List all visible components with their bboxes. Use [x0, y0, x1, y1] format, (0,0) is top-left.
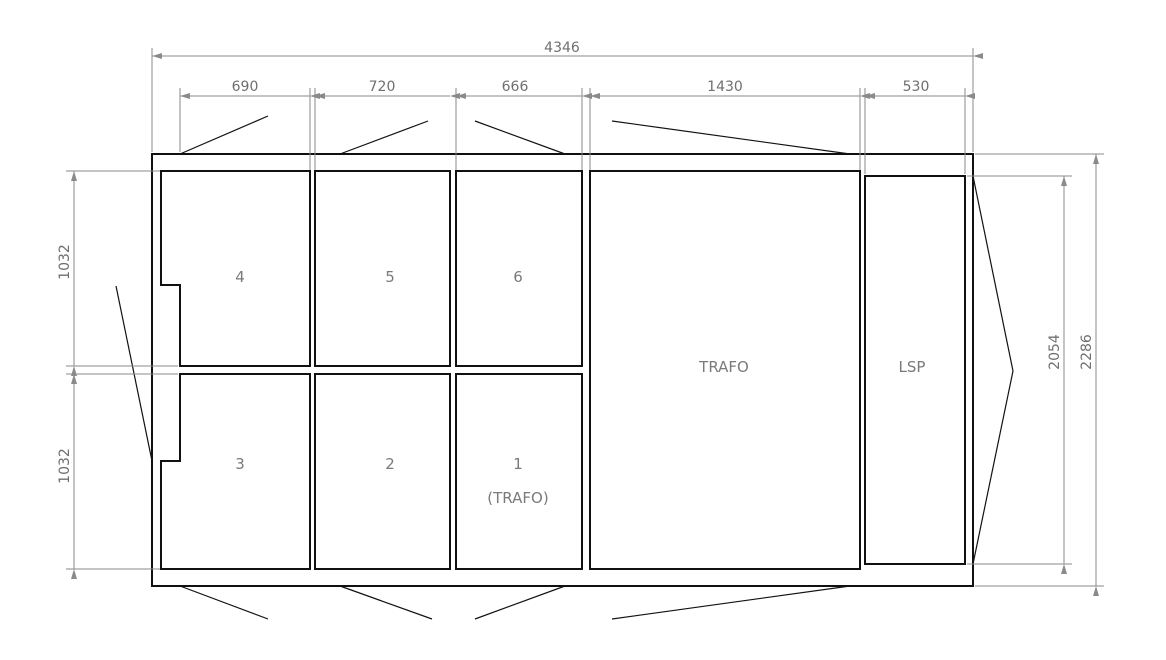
compartment-4 [160, 170, 311, 367]
dim-overall-width: 4346 [544, 40, 580, 56]
dim-col-2: 720 [369, 79, 396, 95]
label-compartment-3: 3 [235, 455, 245, 473]
compartment-3 [160, 373, 311, 570]
dim-col-5: 530 [903, 79, 930, 95]
dim-col-3: 666 [502, 79, 529, 95]
top-dimensions [151, 48, 983, 174]
compartment-6 [455, 170, 583, 367]
dim-lower-row-height: 1032 [57, 448, 73, 484]
door-swing-lines [115, 115, 1014, 620]
label-lsp: LSP [899, 358, 926, 376]
dim-upper-row-height: 1032 [57, 244, 73, 280]
label-trafo: TRAFO [698, 358, 749, 376]
left-dimensions [66, 170, 178, 579]
compartment-2 [314, 373, 451, 570]
dim-col-1: 690 [232, 79, 259, 95]
label-compartment-1: 1 [513, 455, 523, 473]
right-dimensions [967, 153, 1104, 596]
compartment-1 [455, 373, 583, 570]
outer-frame [151, 153, 974, 587]
label-compartment-6: 6 [513, 268, 523, 286]
compartment-trafo [589, 170, 861, 570]
label-compartment-2: 2 [385, 455, 395, 473]
label-compartment-1-sub: (TRAFO) [487, 489, 548, 507]
dim-overall-height: 2286 [1079, 334, 1095, 370]
compartment-lsp [864, 175, 966, 565]
compartment-5 [314, 170, 451, 367]
dim-lsp-height: 2054 [1047, 334, 1063, 370]
label-compartment-4: 4 [235, 268, 245, 286]
dim-col-4: 1430 [707, 79, 743, 95]
label-compartment-5: 5 [385, 268, 395, 286]
